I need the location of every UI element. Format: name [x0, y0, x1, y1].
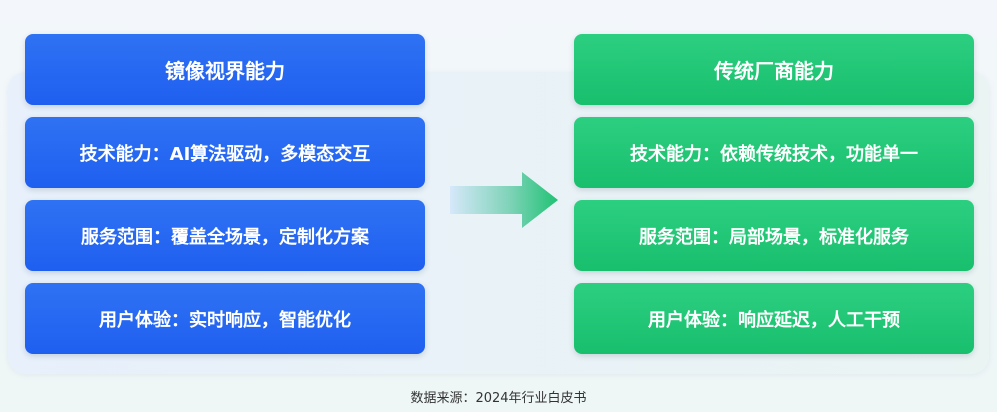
traditional-vendor-column: 传统厂商能力 技术能力：依赖传统技术，功能单一 服务范围：局部场景，标准化服务 …	[574, 34, 974, 366]
right-arrow-icon	[450, 172, 558, 228]
mirror-vision-column: 镜像视界能力 技术能力：AI算法驱动，多模态交互 服务范围：覆盖全场景，定制化方…	[25, 34, 425, 366]
traditional-vendor-service-box: 服务范围：局部场景，标准化服务	[574, 200, 974, 271]
traditional-vendor-header: 传统厂商能力	[574, 34, 974, 105]
mirror-vision-tech-box: 技术能力：AI算法驱动，多模态交互	[25, 117, 425, 188]
mirror-vision-experience-box: 用户体验：实时响应，智能优化	[25, 283, 425, 354]
traditional-vendor-tech-box: 技术能力：依赖传统技术，功能单一	[574, 117, 974, 188]
data-source-note: 数据来源：2024年行业白皮书	[410, 391, 587, 406]
traditional-vendor-experience-box: 用户体验：响应延迟，人工干预	[574, 283, 974, 354]
mirror-vision-header: 镜像视界能力	[25, 34, 425, 105]
mirror-vision-service-box: 服务范围：覆盖全场景，定制化方案	[25, 200, 425, 271]
